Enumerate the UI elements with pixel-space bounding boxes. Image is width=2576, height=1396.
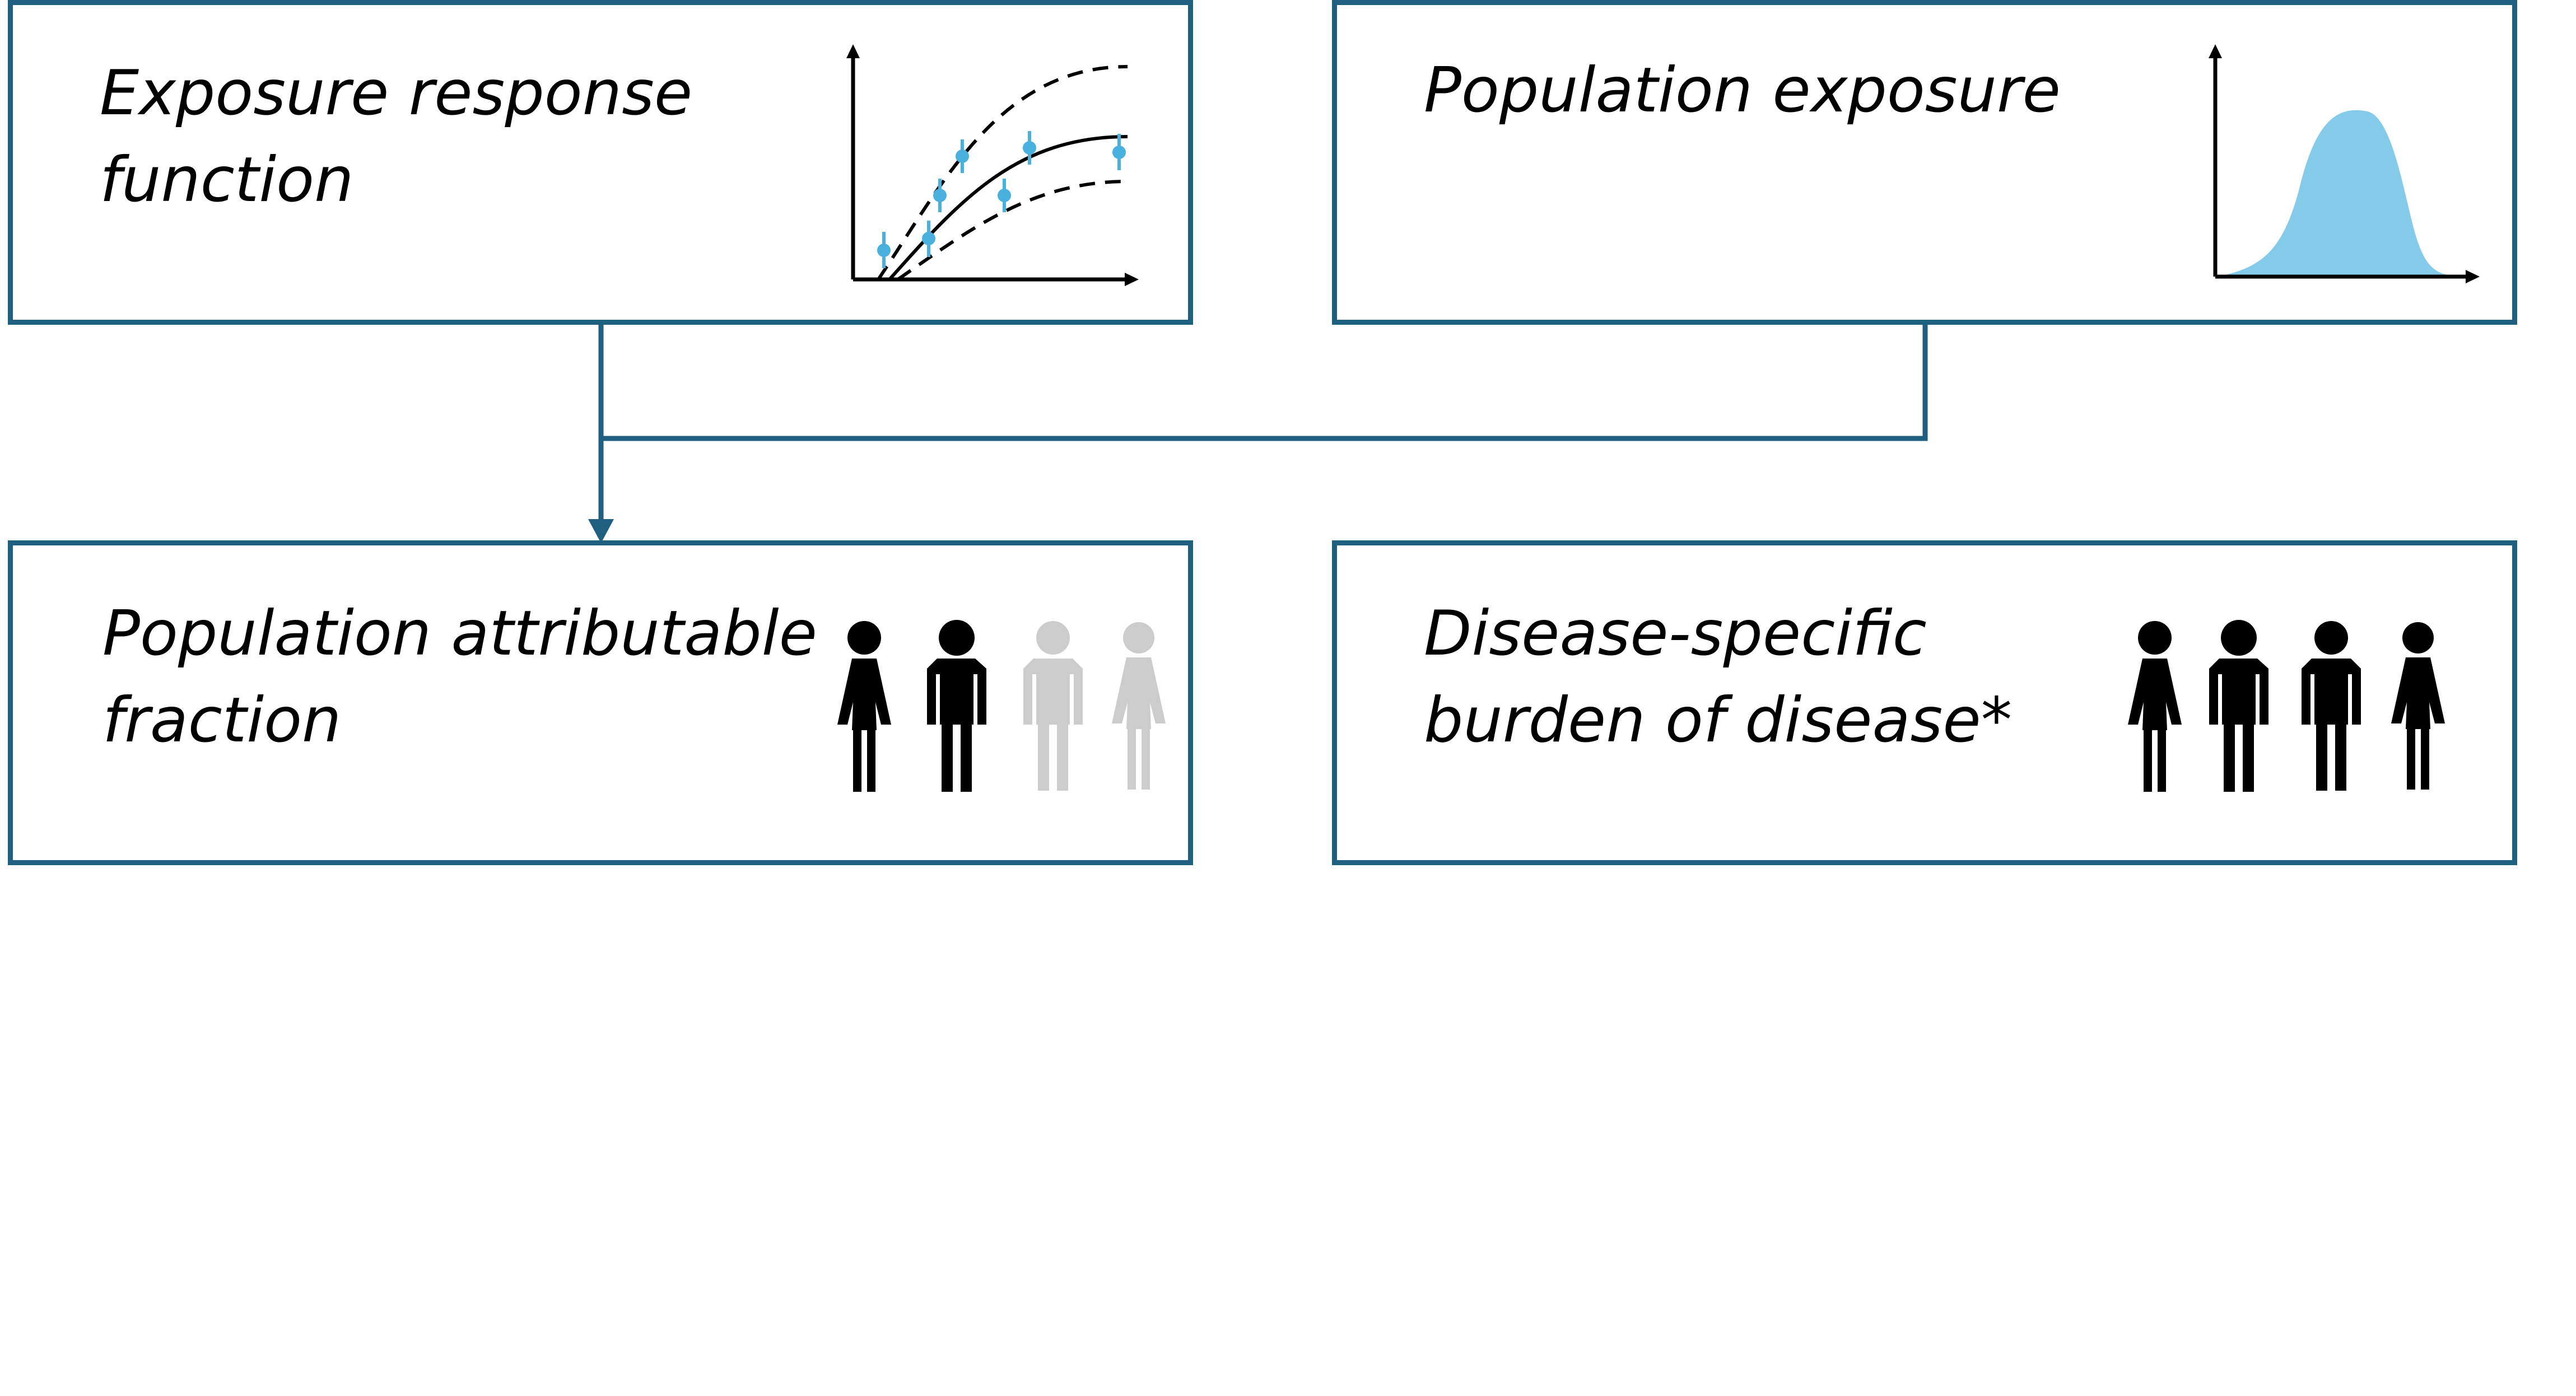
dose-response-curve-icon — [846, 44, 1139, 286]
person-woman-icon — [2128, 621, 2182, 792]
exposure-response-line1: Exposure response — [100, 57, 693, 129]
exposure-response-line2: function — [100, 144, 354, 216]
person-woman-icon — [837, 621, 891, 792]
arrowhead-to-paf — [588, 519, 614, 543]
attributable-fraction-label: Population attributable fraction — [103, 590, 817, 764]
person-man-icon — [927, 620, 986, 792]
exposure-response-box: Exposure response function — [8, 0, 1193, 325]
connector-pe-merge — [601, 325, 1928, 441]
people-group-icon — [837, 620, 1166, 792]
attributable-fraction-box: Population attributable fraction — [8, 540, 1193, 865]
population-exposure-label: Population exposure — [1424, 47, 2061, 134]
burden-of-disease-line1: Disease-specific — [1424, 597, 1927, 670]
burden-of-disease-box: Disease-specific burden of disease* — [1332, 540, 2517, 865]
exposure-response-label: Exposure response function — [100, 50, 692, 223]
population-exposure-box: Population exposure — [1332, 0, 2517, 325]
burden-of-disease-label: Disease-specific burden of disease* — [1424, 590, 2012, 764]
person-woman-icon-grey — [1112, 622, 1166, 790]
attributable-fraction-line2: fraction — [103, 684, 342, 757]
person-woman-icon — [2391, 622, 2445, 790]
distribution-curve-icon — [2209, 44, 2480, 283]
person-man-icon-grey — [1023, 621, 1083, 791]
population-exposure-line1: Population exposure — [1424, 54, 2061, 127]
people-group-icon — [2128, 620, 2445, 792]
person-man-icon — [2302, 621, 2361, 791]
person-man-icon — [2209, 620, 2268, 792]
burden-of-disease-line2: burden of disease* — [1424, 684, 2013, 757]
attributable-fraction-line1: Population attributable — [103, 597, 817, 670]
